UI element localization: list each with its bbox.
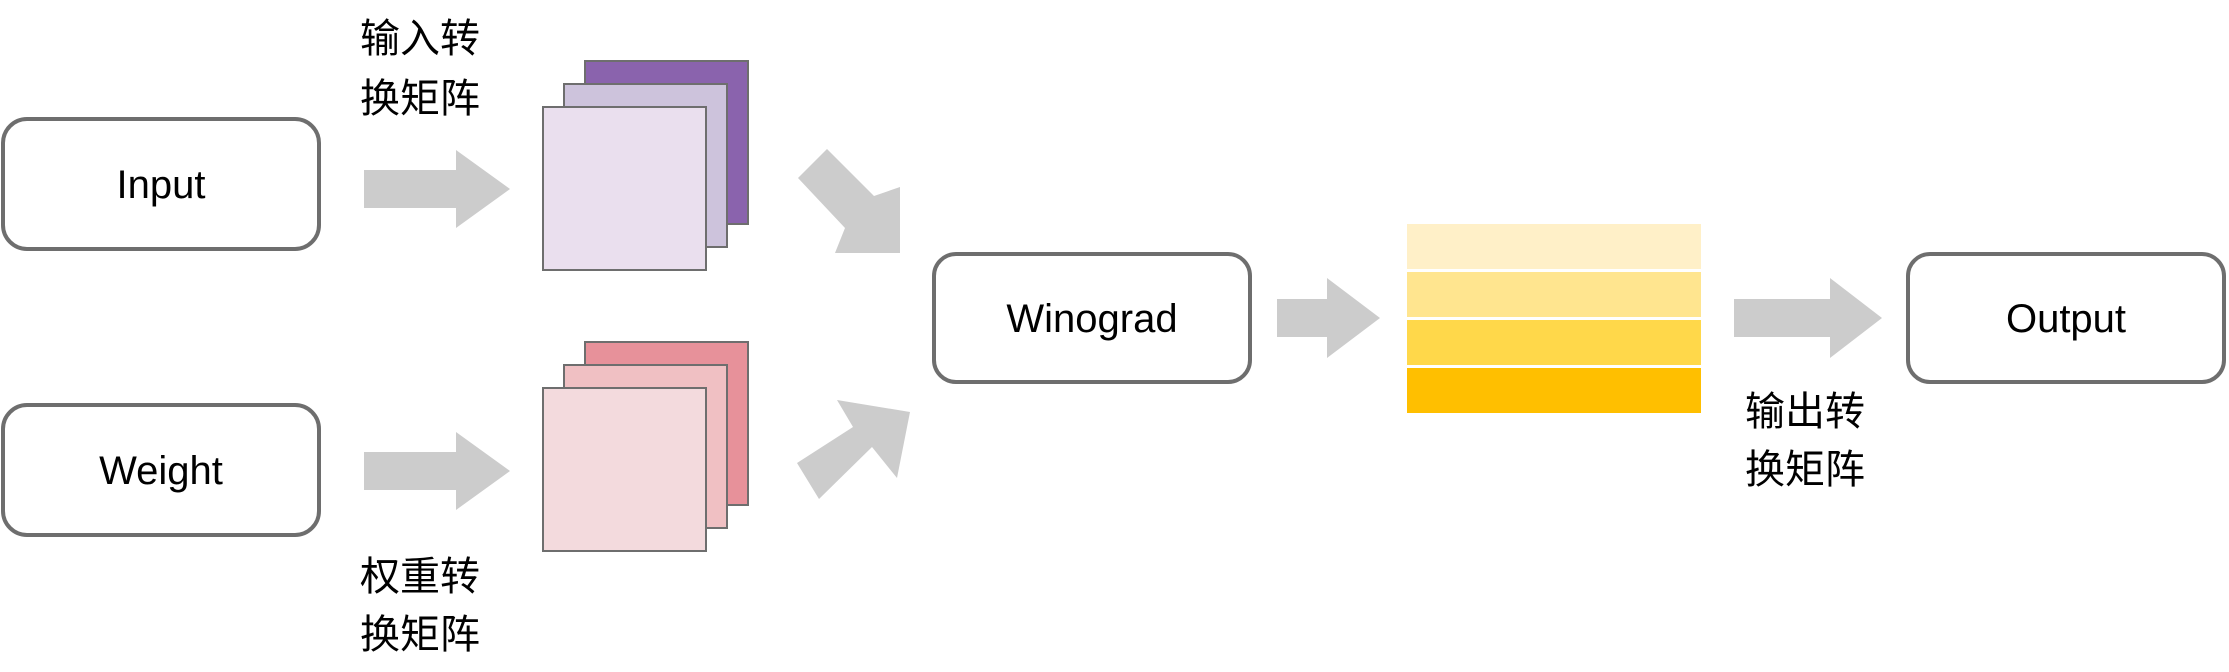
- input-node-label: Input: [117, 163, 206, 207]
- weight-node: Weight: [1, 403, 321, 537]
- winograd-node: Winograd: [932, 252, 1252, 384]
- weight-transform-label-line2: 换矩阵: [360, 612, 480, 658]
- weight-stack-layer-front: [542, 387, 707, 552]
- winograd-node-label: Winograd: [1006, 297, 1177, 341]
- input-transform-label-line1: 输入转: [360, 16, 480, 62]
- input-node: Input: [1, 117, 321, 251]
- arrow-winograd-to-result: [1277, 278, 1380, 358]
- arrow-input-to-stack: [364, 150, 510, 228]
- input-transform-label-line2: 换矩阵: [360, 76, 480, 122]
- output-node: Output: [1906, 252, 2226, 384]
- result-band-3: [1407, 320, 1701, 365]
- weight-transform-stack: [542, 341, 749, 552]
- arrow-input-stack-to-winograd: [798, 149, 900, 253]
- arrow-result-to-output: [1734, 278, 1882, 358]
- input-stack-layer-front: [542, 106, 707, 271]
- output-node-label: Output: [2006, 297, 2126, 341]
- result-band-4: [1407, 368, 1701, 413]
- output-transform-label-line1: 输出转: [1745, 389, 1865, 435]
- result-band-1: [1407, 224, 1701, 269]
- weight-node-label: Weight: [99, 449, 223, 493]
- output-transform-label-line2: 换矩阵: [1745, 447, 1865, 493]
- arrow-weight-stack-to-winograd: [797, 400, 910, 499]
- weight-transform-label-line1: 权重转: [360, 554, 480, 600]
- result-band-2: [1407, 272, 1701, 317]
- winograd-result-bands: [1407, 224, 1701, 413]
- arrow-weight-to-stack: [364, 432, 510, 510]
- input-transform-stack: [542, 60, 749, 271]
